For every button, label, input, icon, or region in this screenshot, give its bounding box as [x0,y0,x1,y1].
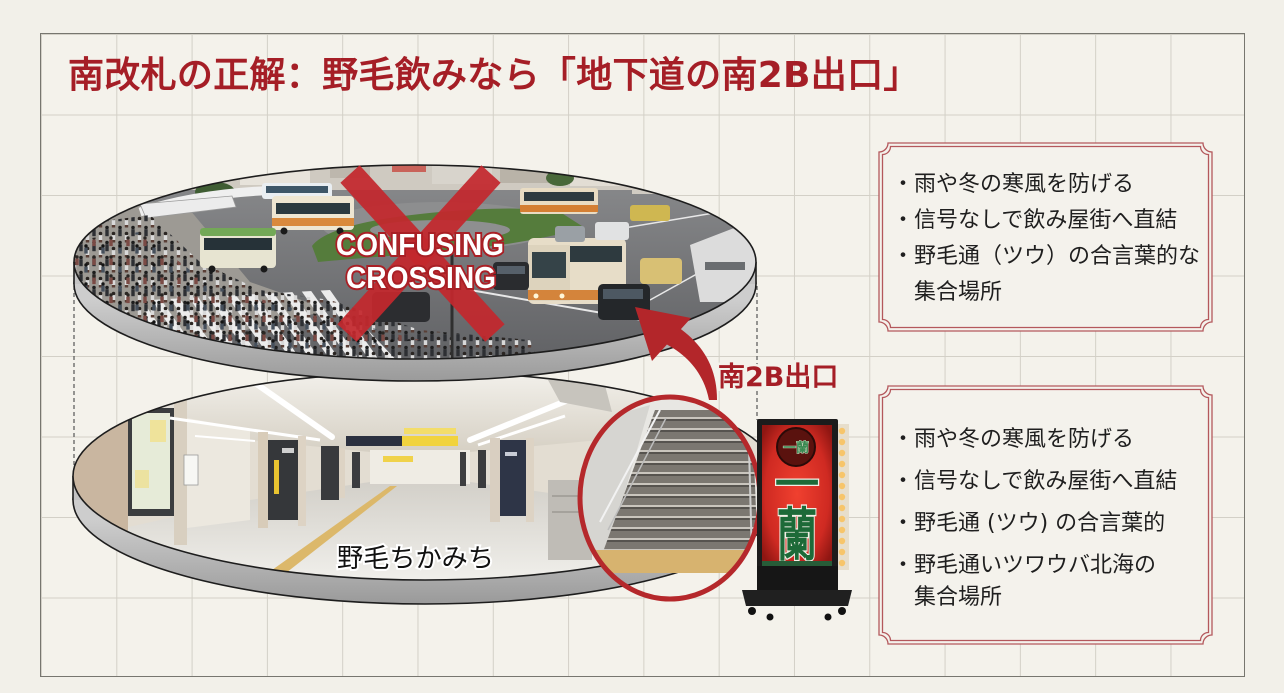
list-item: 野毛通 (ツウ) の合言葉的 [892,508,1205,540]
underground-passage-label: 野毛ちかみち [337,544,494,574]
list-item-text: 野毛通いツワウバ北海の [914,553,1157,578]
bullet [892,508,914,540]
bus [520,188,598,214]
bullet [892,167,914,203]
bus [262,183,332,199]
list-item-text: 雨や冬の寒風を防げる [914,427,1135,452]
callout-border [878,385,1213,645]
list-item-text: 集合場所 [914,585,1003,610]
list-item-text: 野毛通 (ツウ) の合言葉的 [914,511,1166,536]
bullet [892,550,914,614]
callout-box-lower: 雨や冬の寒風を防げる 信号なしで飲み屋街へ直結 野毛通 (ツウ) の合言葉的 野… [878,385,1213,645]
list-item-text: 雨や冬の寒風を防げる [914,172,1135,197]
callout-box-upper: 雨や冬の寒風を防げる 信号なしで飲み屋街へ直結 野毛通（ツウ）の合言葉的な 集合… [878,142,1213,332]
list-item: 野毛通（ツウ）の合言葉的な 集合場所 [892,239,1205,311]
list-item: 野毛通いツワウバ北海の 集合場所 [892,550,1205,614]
bullet [892,239,914,311]
curved-arrow-icon [635,307,717,400]
sign-char-1: 一 [775,459,819,510]
list-item-text: 野毛通（ツウ）の合言葉的な [914,244,1201,269]
sign-char-2: 蘭 [777,501,817,569]
callout-list: 雨や冬の寒風を防げる 信号なしで飲み屋街へ直結 野毛通（ツウ）の合言葉的な 集合… [892,167,1205,311]
confusing-label: CONFUSING [336,227,504,262]
bullet [892,203,914,239]
stairs-photo [580,397,760,573]
sign-logo-text: 一蘭 [783,440,809,456]
ichiran-sign: 一蘭 一 蘭 [742,419,852,621]
list-item: 雨や冬の寒風を防げる [892,424,1205,456]
bullet [892,466,914,498]
list-item-text: 集合場所 [914,280,1003,305]
list-item-text: 信号なしで飲み屋街へ直結 [914,469,1178,494]
bullet [892,424,914,456]
callout-border [878,142,1213,332]
exit-2b-label: 南2B出口 [718,362,838,393]
cross-mark-icon [337,165,505,342]
list-item: 信号なしで飲み屋街へ直結 [892,203,1205,239]
bus [200,228,276,273]
bus [272,196,354,235]
callout-list: 雨や冬の寒風を防げる 信号なしで飲み屋街へ直結 野毛通 (ツウ) の合言葉的 野… [892,424,1205,624]
list-item-text: 信号なしで飲み屋街へ直結 [914,208,1178,233]
sign-logo [776,427,816,467]
list-item: 雨や冬の寒風を防げる [892,167,1205,203]
crossing-label: CROSSING [346,260,496,295]
page-title: 南改札の正解：野毛飲みなら「地下道の南2B出口」 [68,55,920,96]
list-item: 信号なしで飲み屋街へ直結 [892,466,1205,498]
